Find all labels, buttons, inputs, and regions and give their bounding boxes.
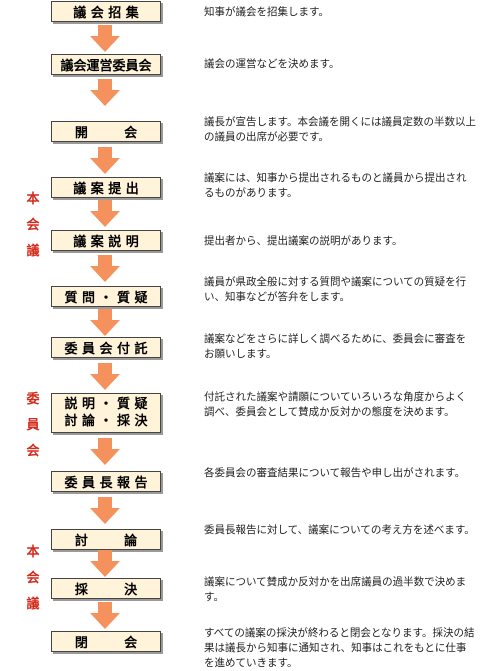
step-box-closing: 閉 会 bbox=[51, 631, 161, 652]
step-label: 議 案 提 出 bbox=[73, 182, 139, 197]
down-arrow-icon bbox=[90, 602, 120, 629]
step-box-committee-review: 説 明 ・ 質 疑 討 論 ・ 採 決 bbox=[51, 393, 161, 433]
down-arrow-icon bbox=[90, 438, 120, 465]
step-box-vote: 採 決 bbox=[51, 578, 161, 599]
down-arrow-icon bbox=[90, 363, 120, 390]
step-box-questions: 質 問 ・ 質 疑 bbox=[51, 286, 161, 307]
step-description: 付託された議案や請願についていろいろな角度からよく調べ、委員会として賛成か反対か… bbox=[204, 391, 467, 418]
step-description: 議長が宣告します。本会議を開くには議員定数の半数以上の議員の出席が必要です。 bbox=[204, 116, 476, 143]
step-description: すべての議案の採決が終わると閉会となります。採決の結果は議長から知事に通知され、… bbox=[204, 627, 475, 669]
step-label: 議 案 説 明 bbox=[73, 235, 139, 250]
step-description: 議案について賛成か反対かを出席議員の過半数で決めます。 bbox=[204, 576, 467, 603]
step-label: 委 員 会 付 託 bbox=[64, 342, 148, 357]
step-description: 委員長報告に対して、議案についての考え方を述べます。 bbox=[204, 524, 475, 536]
step-label: 説 明 ・ 質 疑 討 論 ・ 採 決 bbox=[64, 397, 148, 429]
step-label: 採 決 bbox=[74, 583, 138, 598]
step-label: 議 会 招 集 bbox=[73, 6, 139, 21]
step-label: 委 員 長 報 告 bbox=[64, 476, 148, 491]
step-label: 開 会 bbox=[74, 126, 138, 141]
side-label-plenary-1: 本 会 議 bbox=[26, 192, 40, 259]
down-arrow-icon bbox=[90, 550, 120, 577]
step-description: 提出者から、提出議案の説明があります。 bbox=[204, 235, 403, 247]
step-box-opening: 開 会 bbox=[51, 121, 161, 142]
down-arrow-icon bbox=[90, 255, 120, 282]
step-box-convocation: 議 会 招 集 bbox=[51, 1, 161, 22]
down-arrow-icon bbox=[90, 25, 120, 52]
step-label: 議会運営委員会 bbox=[60, 59, 152, 74]
step-description: 議案などをさらに詳しく調べるために、委員会に審査をお願いします。 bbox=[204, 333, 467, 360]
side-label-committee: 委 員 会 bbox=[26, 392, 40, 459]
step-description: 議員が県政全般に対する質問や議案についての質疑を行い、知事などが答弁をします。 bbox=[204, 276, 467, 303]
step-label: 閉 会 bbox=[74, 636, 138, 651]
step-box-debate: 討 論 bbox=[51, 529, 161, 550]
step-description: 各委員会の審査結果について報告や申し出がされます。 bbox=[204, 467, 466, 479]
step-label: 質 問 ・ 質 疑 bbox=[64, 291, 148, 306]
down-arrow-icon bbox=[90, 309, 120, 336]
down-arrow-icon bbox=[90, 200, 120, 227]
step-box-bill-explanation: 議 案 説 明 bbox=[51, 230, 161, 251]
step-description: 議案には、知事から提出されるものと議員から提出されるものがあります。 bbox=[204, 172, 467, 199]
down-arrow-icon bbox=[90, 147, 120, 174]
down-arrow-icon bbox=[90, 497, 120, 524]
step-box-bill-submission: 議 案 提 出 bbox=[51, 177, 161, 198]
step-box-chair-report: 委 員 長 報 告 bbox=[51, 471, 161, 492]
down-arrow-icon bbox=[90, 79, 120, 106]
side-label-plenary-2: 本 会 議 bbox=[26, 545, 40, 612]
step-box-committee-referral: 委 員 会 付 託 bbox=[51, 337, 161, 358]
step-description: 知事が議会を招集します。 bbox=[204, 6, 329, 18]
step-description: 議会の運営などを決めます。 bbox=[204, 58, 340, 70]
step-label: 討 論 bbox=[74, 534, 138, 549]
step-box-steering-committee: 議会運営委員会 bbox=[51, 54, 161, 75]
